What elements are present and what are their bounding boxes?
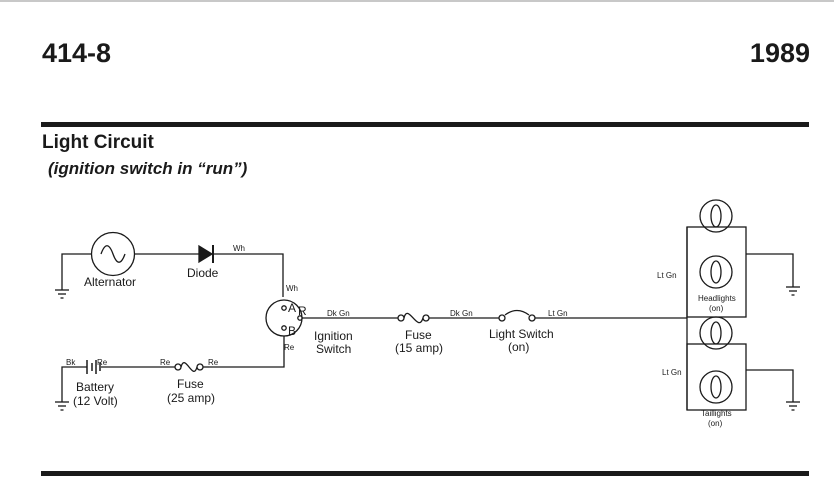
terminal-b-icon — [281, 325, 287, 331]
ignition-terminal-a-label: A — [288, 301, 296, 315]
ignition-switch-label: Ignition — [314, 329, 353, 343]
top-border — [0, 0, 834, 2]
dk-gn-label-1: Dk Gn — [327, 309, 350, 318]
re-fuse-out-label: Re — [208, 358, 219, 367]
lt-gn-label-1: Lt Gn — [548, 309, 568, 318]
taillights-ground-wire — [746, 369, 794, 402]
alternator-sine-icon — [100, 245, 126, 263]
alternator-ground-wire — [61, 253, 92, 290]
taillights-state-label: (on) — [708, 419, 723, 428]
headlights-ground-icon — [786, 286, 800, 296]
fuse-25-icon — [180, 362, 198, 372]
alternator-label: Alternator — [84, 275, 136, 289]
light-switch-label: Light Switch — [489, 327, 554, 341]
light-switch-state-label: (on) — [508, 340, 529, 354]
wh-wire — [213, 253, 284, 297]
section-divider-bottom — [41, 471, 809, 476]
taillight-lower-icon — [699, 370, 733, 404]
fuse-15-terminal-out-icon — [422, 314, 430, 322]
wh-wire-label: Wh — [233, 244, 245, 253]
fuse-15-terminal-in-icon — [397, 314, 405, 322]
taillights-frame — [686, 343, 747, 411]
re-battery-label: Re — [97, 358, 108, 367]
diode-label: Diode — [187, 266, 219, 280]
section-subtitle: (ignition switch in “run”) — [48, 159, 248, 178]
headlights-state-label: (on) — [709, 304, 724, 313]
bk-wire-label: Bk — [66, 358, 76, 367]
lt-gn-headlights-label: Lt Gn — [657, 271, 677, 280]
headlight-upper-icon — [699, 199, 733, 233]
ignition-switch-label-2: Switch — [316, 342, 351, 356]
dk-gn-label-2: Dk Gn — [450, 309, 473, 318]
wh-switch-label: Wh — [286, 284, 298, 293]
battery-rating-label: (12 Volt) — [73, 394, 118, 408]
battery-ground-wire — [61, 366, 87, 402]
re-switch-label: Re — [284, 343, 295, 352]
fuse-25-label: Fuse — [177, 377, 204, 391]
model-number: 414-8 — [42, 38, 112, 68]
ignition-terminal-b-label: B — [288, 324, 296, 338]
re-wire-switch — [209, 336, 285, 368]
diode-icon — [198, 244, 214, 264]
light-switch-terminal-in-icon — [498, 314, 506, 322]
model-year: 1989 — [749, 38, 810, 68]
fuse-terminal-out-icon — [196, 363, 204, 371]
taillights-label: Taillights — [701, 409, 732, 418]
battery-ground-icon — [55, 401, 69, 411]
re-fuse-in-label: Re — [160, 358, 171, 367]
section-title: Light Circuit — [42, 132, 154, 153]
fuse-15-rating-label: (15 amp) — [395, 341, 443, 355]
taillights-ground-icon — [786, 401, 800, 411]
section-divider-top — [41, 122, 809, 127]
fuse-25-rating-label: (25 amp) — [167, 391, 215, 405]
taillight-upper-icon — [699, 316, 733, 350]
fuse-terminal-in-icon — [174, 363, 182, 371]
fuse-15-icon — [403, 312, 424, 324]
fuse-15-label: Fuse — [405, 328, 432, 342]
battery-label: Battery — [76, 380, 114, 394]
headlight-lower-icon — [699, 255, 733, 289]
alternator-ground-icon — [55, 289, 69, 299]
terminal-a-icon — [281, 305, 287, 311]
light-switch-icon — [504, 309, 530, 316]
lt-gn-taillights-label: Lt Gn — [662, 368, 682, 377]
light-switch-terminal-out-icon — [528, 314, 536, 322]
ignition-terminal-r-label: R — [298, 304, 307, 318]
headlights-ground-wire — [746, 253, 794, 287]
headlights-label: Headlights — [698, 294, 736, 303]
